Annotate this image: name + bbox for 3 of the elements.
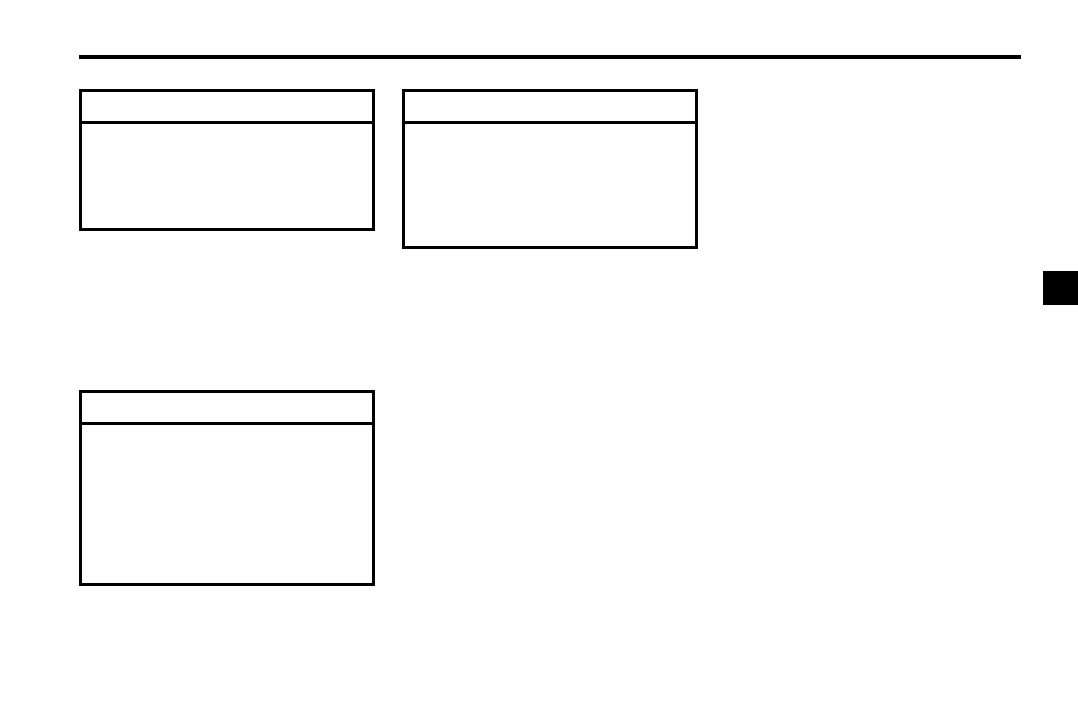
- table-frame: [79, 89, 375, 231]
- table-frame: [79, 390, 375, 586]
- table-frame: [402, 89, 698, 249]
